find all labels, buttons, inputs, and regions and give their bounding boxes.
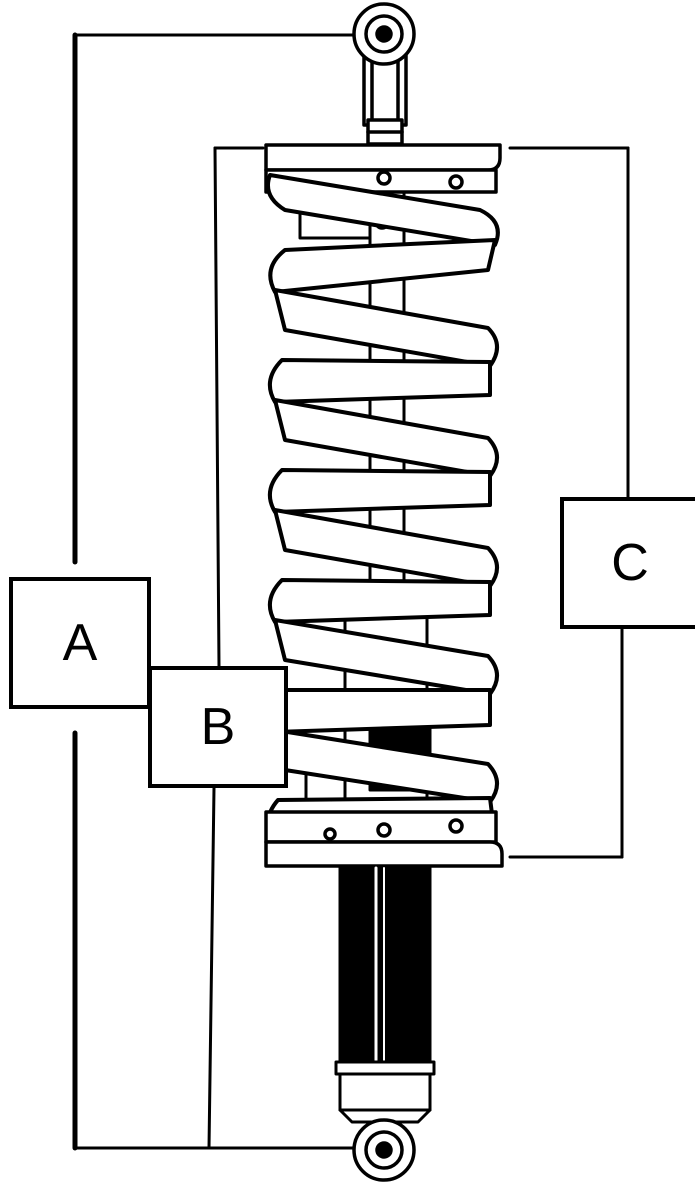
dimension-c-bracket: [508, 146, 630, 859]
label-a-text: A: [62, 614, 98, 672]
label-b-text: B: [200, 698, 236, 756]
threaded-body: [334, 864, 436, 1124]
label-box-c: C: [560, 497, 695, 629]
label-c-text: C: [611, 534, 649, 592]
coil-spring: [265, 173, 500, 840]
bottom-mount-eye: [352, 1118, 416, 1182]
lower-spring-perch: [264, 810, 504, 868]
top-mount-eye: [352, 2, 416, 146]
label-box-a: A: [9, 577, 151, 709]
dimension-b-bracket: [207, 146, 265, 1150]
label-box-b: B: [148, 666, 288, 788]
